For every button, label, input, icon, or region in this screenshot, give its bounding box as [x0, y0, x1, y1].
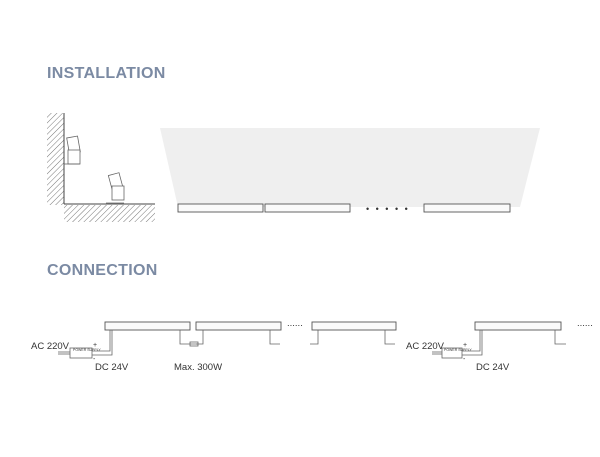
minus-sign-2: - [463, 356, 466, 363]
connection-title: CONNECTION [47, 262, 158, 279]
connection-bars [104, 321, 562, 331]
installation-bars [177, 203, 511, 213]
max-300w-label: Max. 300W [174, 362, 223, 373]
plus-sign-2: + [463, 342, 468, 349]
dc-24v-label: DC 24V [95, 362, 129, 373]
wall-floor-illustration [47, 113, 155, 222]
continuation-dots-2: ...... [577, 318, 593, 329]
minus-sign: - [93, 356, 96, 363]
plus-sign: + [93, 342, 98, 349]
power-supply-box [69, 347, 463, 359]
floor-fixture [106, 172, 125, 204]
wall-fixture [64, 135, 81, 165]
installation-dots: • • • • • [366, 204, 410, 214]
connection-wires [58, 330, 566, 356]
ac-220v-label: AC 220V [31, 341, 70, 352]
continuation-dots: ...... [287, 318, 303, 329]
installation-title: INSTALLATION [47, 65, 166, 82]
dc-24v-label-2: DC 24V [476, 362, 510, 373]
light-beam [160, 128, 540, 207]
ac-220v-label-2: AC 220V [406, 341, 445, 352]
power-supply-label-2: POWER SUPPLY [444, 348, 472, 352]
power-supply-label: POWER SUPPLY [73, 348, 101, 352]
